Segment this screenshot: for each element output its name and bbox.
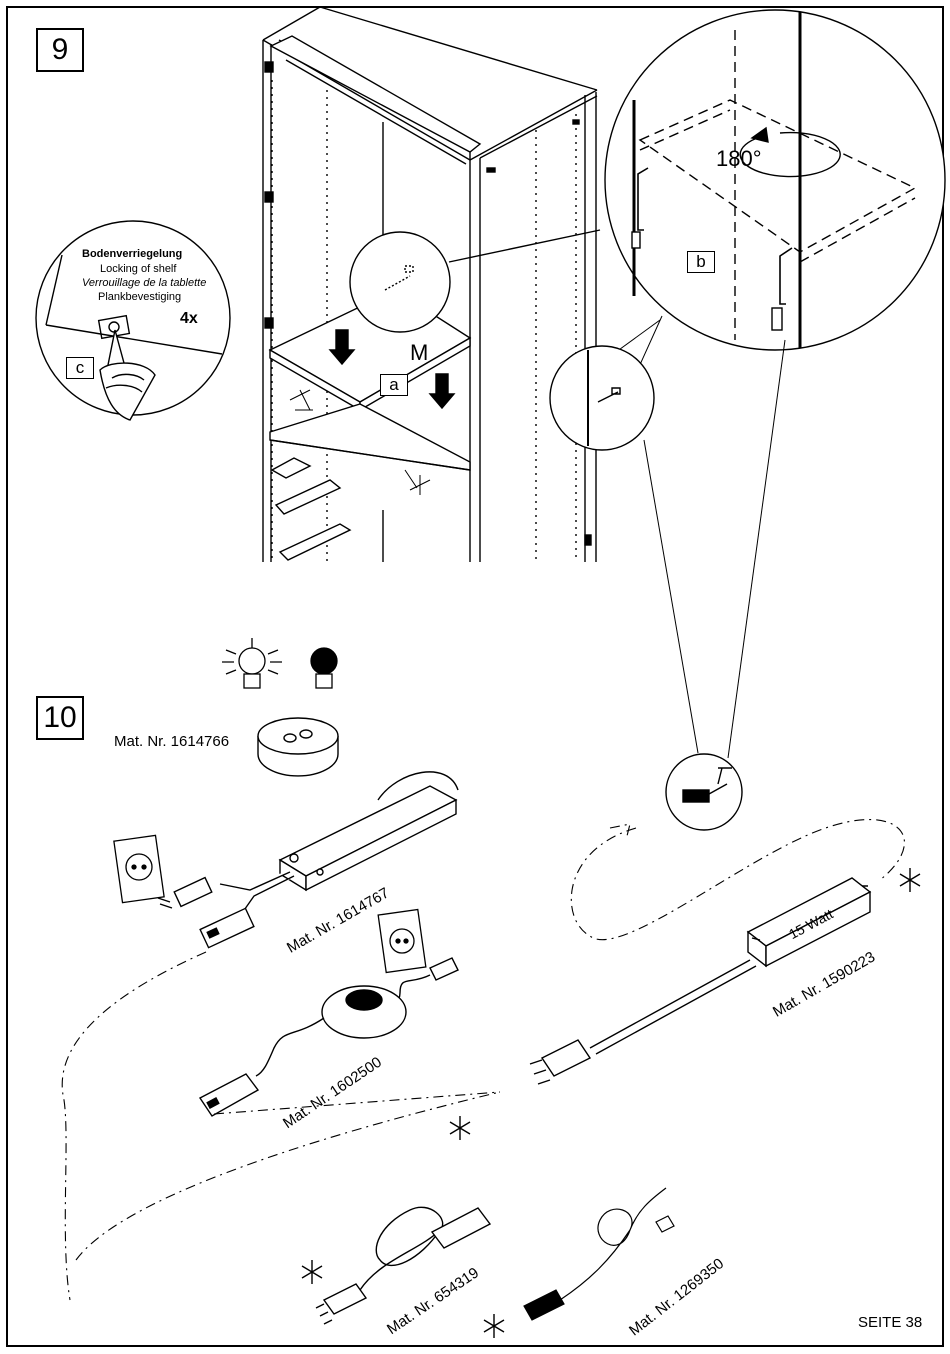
step-10-number: 10 [36,696,84,740]
part-touch-switch: Mat. Nr. 1614766 [114,733,229,750]
step-9-number: 9 [36,28,84,72]
lock-text-en: Locking of shelf [100,263,176,275]
bulb-icons [222,638,337,688]
lock-text-nl: Plankbevestiging [98,291,181,303]
label-a: a [380,374,408,396]
magnifier-door-clip [550,346,654,450]
label-b: b [687,251,715,273]
detail-rotation-circle [605,10,945,350]
quantity-label: 4x [180,310,198,328]
page-number: SEITE 38 [858,1314,922,1331]
connector-detail-circle [666,754,742,830]
label-c: c [66,357,94,379]
cable-b-drawing [524,1188,674,1320]
lock-text-fr: Verrouillage de la tablette [82,277,206,289]
lock-title-de: Bodenverriegelung [82,248,182,260]
cable-a-drawing [316,1207,490,1324]
touch-switch-drawing [258,718,338,776]
rotation-label: 180° [716,146,762,172]
magnifier-shelf-lock [350,230,600,332]
shelf-mark: M [410,340,428,366]
